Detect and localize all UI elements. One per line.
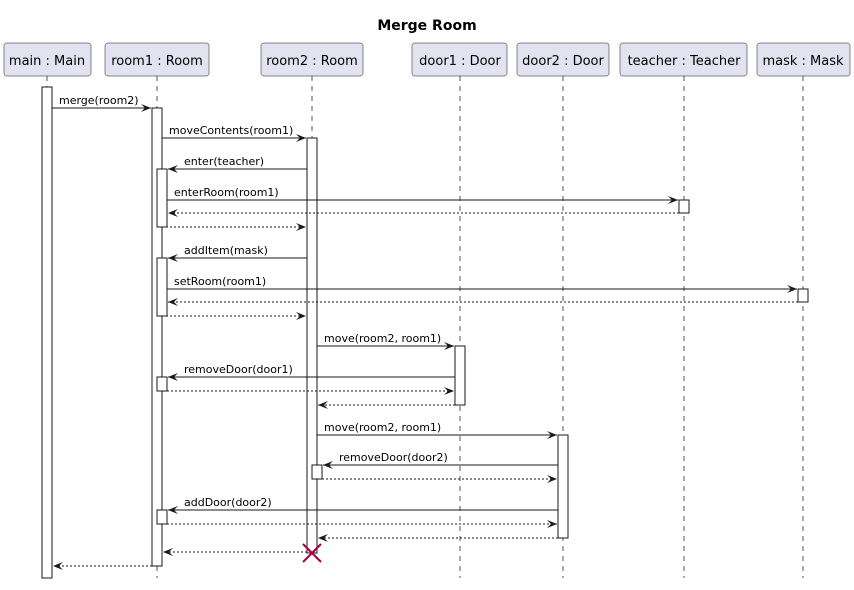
message-return: [167, 520, 557, 528]
arrow-head: [296, 312, 306, 320]
activation-door1: [454, 345, 466, 406]
participant-box: [260, 42, 364, 77]
participant-label: room2 : Room: [266, 54, 358, 69]
participant-box: [411, 42, 508, 77]
message-label: moveContents(room1): [169, 124, 293, 137]
participant-box: [756, 42, 851, 77]
participant-room2: room2 : Room: [260, 42, 364, 77]
participant-label: door2 : Door: [522, 54, 604, 69]
participant-box: [3, 42, 92, 77]
arrow-head: [168, 373, 178, 381]
arrow-head: [141, 104, 151, 112]
arrow-head: [296, 134, 306, 142]
message-label: enter(teacher): [184, 155, 264, 168]
message-label: move(room2, room1): [324, 332, 441, 345]
activation-room1: [156, 257, 168, 317]
activation-room1: [156, 168, 168, 228]
participant-label: mask : Mask: [762, 54, 844, 69]
message-return: [162, 223, 306, 231]
message-label: addItem(mask): [184, 244, 268, 257]
activation-teacher: [678, 199, 690, 214]
message-movecontents-room1: moveContents(room1): [162, 124, 306, 142]
participant-box: [104, 42, 210, 77]
participant-mask: mask : Mask: [756, 42, 851, 77]
participant-main: main : Main: [3, 42, 92, 77]
arrow-head: [444, 342, 454, 350]
messages: merge(room2) moveContents(room1) enter(tea…: [52, 94, 798, 570]
arrow-head: [168, 165, 178, 173]
participant-label: room1 : Room: [111, 54, 203, 69]
activation-mask: [797, 288, 809, 303]
arrow-head: [168, 298, 178, 306]
arrow-head: [323, 461, 333, 469]
message-return: [318, 401, 455, 409]
activation-main: [41, 86, 53, 579]
participant-label: teacher : Teacher: [628, 54, 742, 69]
message-setroom-room1: setRoom(room1): [167, 275, 797, 293]
message-enter-teacher: enter(teacher): [168, 155, 307, 173]
arrow-head: [318, 401, 328, 409]
arrow-head: [547, 431, 557, 439]
arrow-head: [168, 254, 178, 262]
arrow-head: [318, 534, 328, 542]
participant-teacher: teacher : Teacher: [619, 42, 748, 77]
arrow-head: [444, 387, 454, 395]
arrow-head: [296, 223, 306, 231]
destroy-mark: [302, 543, 322, 563]
participant-box: [516, 42, 610, 77]
message-return: [53, 562, 152, 570]
arrow-head: [168, 506, 178, 514]
message-label: addDoor(door2): [184, 496, 272, 509]
destroy-cross-stroke: [302, 543, 322, 563]
arrow-head: [547, 475, 557, 483]
message-label: removeDoor(door1): [184, 363, 293, 376]
message-return: [168, 298, 798, 306]
activation-room1: [156, 376, 168, 392]
arrow-head: [668, 196, 678, 204]
activation-door2: [557, 434, 569, 539]
participant-door2: door2 : Door: [516, 42, 610, 77]
message-additem-mask: addItem(mask): [168, 244, 307, 262]
participant-label: main : Main: [9, 54, 85, 69]
message-return: [318, 534, 558, 542]
arrow-head: [547, 520, 557, 528]
message-enterroom-room1: enterRoom(room1): [167, 186, 678, 204]
message-adddoor-door2: addDoor(door2): [168, 496, 558, 514]
activation-room1: [156, 509, 168, 525]
arrow-head: [53, 562, 63, 570]
message-label: removeDoor(door2): [339, 451, 448, 464]
participant-room1: room1 : Room: [104, 42, 210, 77]
message-move-room2-room1: move(room2, room1): [317, 332, 454, 350]
message-move-room2-room1: move(room2, room1): [317, 421, 557, 439]
message-label: setRoom(room1): [174, 275, 266, 288]
arrow-head: [168, 209, 178, 217]
message-return: [162, 312, 306, 320]
message-return: [322, 475, 557, 483]
arrow-head: [787, 285, 797, 293]
message-label: move(room2, room1): [324, 421, 441, 434]
participant-box: [619, 42, 748, 77]
participants: main : Main room1 : Room room2 : Room door1…: [3, 42, 851, 77]
message-return: [163, 548, 307, 556]
message-return: [167, 387, 454, 395]
diagram-title: Merge Room: [377, 18, 476, 34]
participant-door1: door1 : Door: [411, 42, 508, 77]
message-label: merge(room2): [59, 94, 139, 107]
message-removedoor-door1: removeDoor(door1): [168, 363, 455, 381]
message-removedoor-door2: removeDoor(door2): [323, 451, 558, 469]
message-merge-room2: merge(room2): [52, 94, 151, 112]
message-return: [168, 209, 679, 217]
activation-room1: [151, 107, 163, 567]
activations: [41, 86, 809, 579]
participant-label: door1 : Door: [419, 54, 501, 69]
message-label: enterRoom(room1): [174, 186, 279, 199]
arrow-head: [163, 548, 173, 556]
activation-room2: [311, 464, 323, 480]
